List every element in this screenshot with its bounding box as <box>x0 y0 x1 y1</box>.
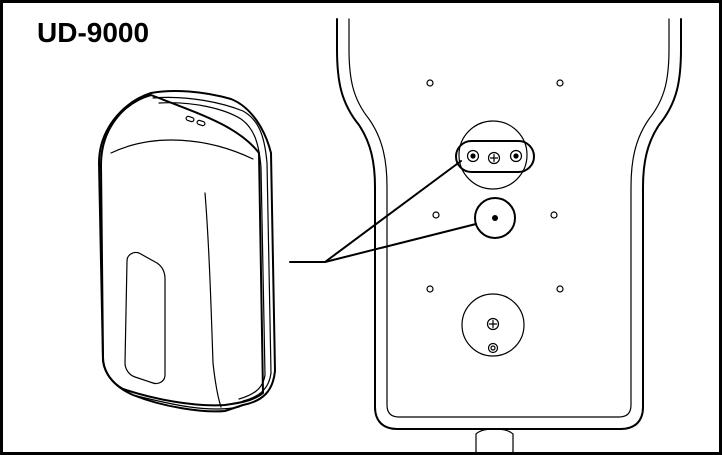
contact-terminal-center <box>470 153 476 159</box>
model-label: UD-9000 <box>37 17 150 48</box>
mounting-hole <box>432 211 440 219</box>
contact-terminal <box>466 149 480 163</box>
contact-terminal <box>509 149 523 163</box>
led-indicator <box>185 115 195 123</box>
dispenser-side-curve <box>204 192 222 408</box>
leader-line-to-contacts <box>324 160 462 263</box>
phillips-screw-icon <box>487 151 501 165</box>
mounting-hole <box>556 79 564 87</box>
mounting-hole <box>556 285 564 293</box>
dispenser-top-curve <box>110 139 254 160</box>
dispenser-front-face <box>100 94 264 407</box>
center-hole-highlight <box>474 197 516 239</box>
dispenser-body-outline <box>98 90 276 413</box>
center-hole <box>492 215 498 221</box>
mounting-bracket <box>336 18 682 430</box>
mounting-holes <box>426 79 564 293</box>
phillips-screw-icon <box>486 317 500 331</box>
dispenser-unit <box>98 90 276 413</box>
installation-diagram <box>98 18 682 452</box>
leader-lines <box>289 160 477 263</box>
dispenser-rear-seam-2 <box>158 102 266 400</box>
led-indicator <box>196 119 206 127</box>
led-indicators <box>185 115 206 127</box>
electrical-contacts <box>466 149 523 163</box>
bracket-stem <box>475 428 514 452</box>
dispenser-bottom-edge <box>132 394 240 410</box>
upper-recess <box>458 120 528 190</box>
leader-line-to-center-hole <box>324 223 477 263</box>
contact-terminal-center <box>513 153 519 159</box>
mounting-hole <box>426 285 434 293</box>
drain-ring <box>487 342 499 354</box>
mounting-hole <box>550 211 558 219</box>
dispenser-rear-seam <box>152 96 272 402</box>
drain-ring-inner <box>490 345 496 351</box>
bracket-inner-outline <box>348 18 670 418</box>
contact-highlight <box>455 140 535 173</box>
mounting-hole <box>426 79 434 87</box>
dispenser-viewing-window <box>124 251 166 385</box>
lower-recess <box>461 293 525 357</box>
bracket-outer-outline <box>336 18 682 430</box>
